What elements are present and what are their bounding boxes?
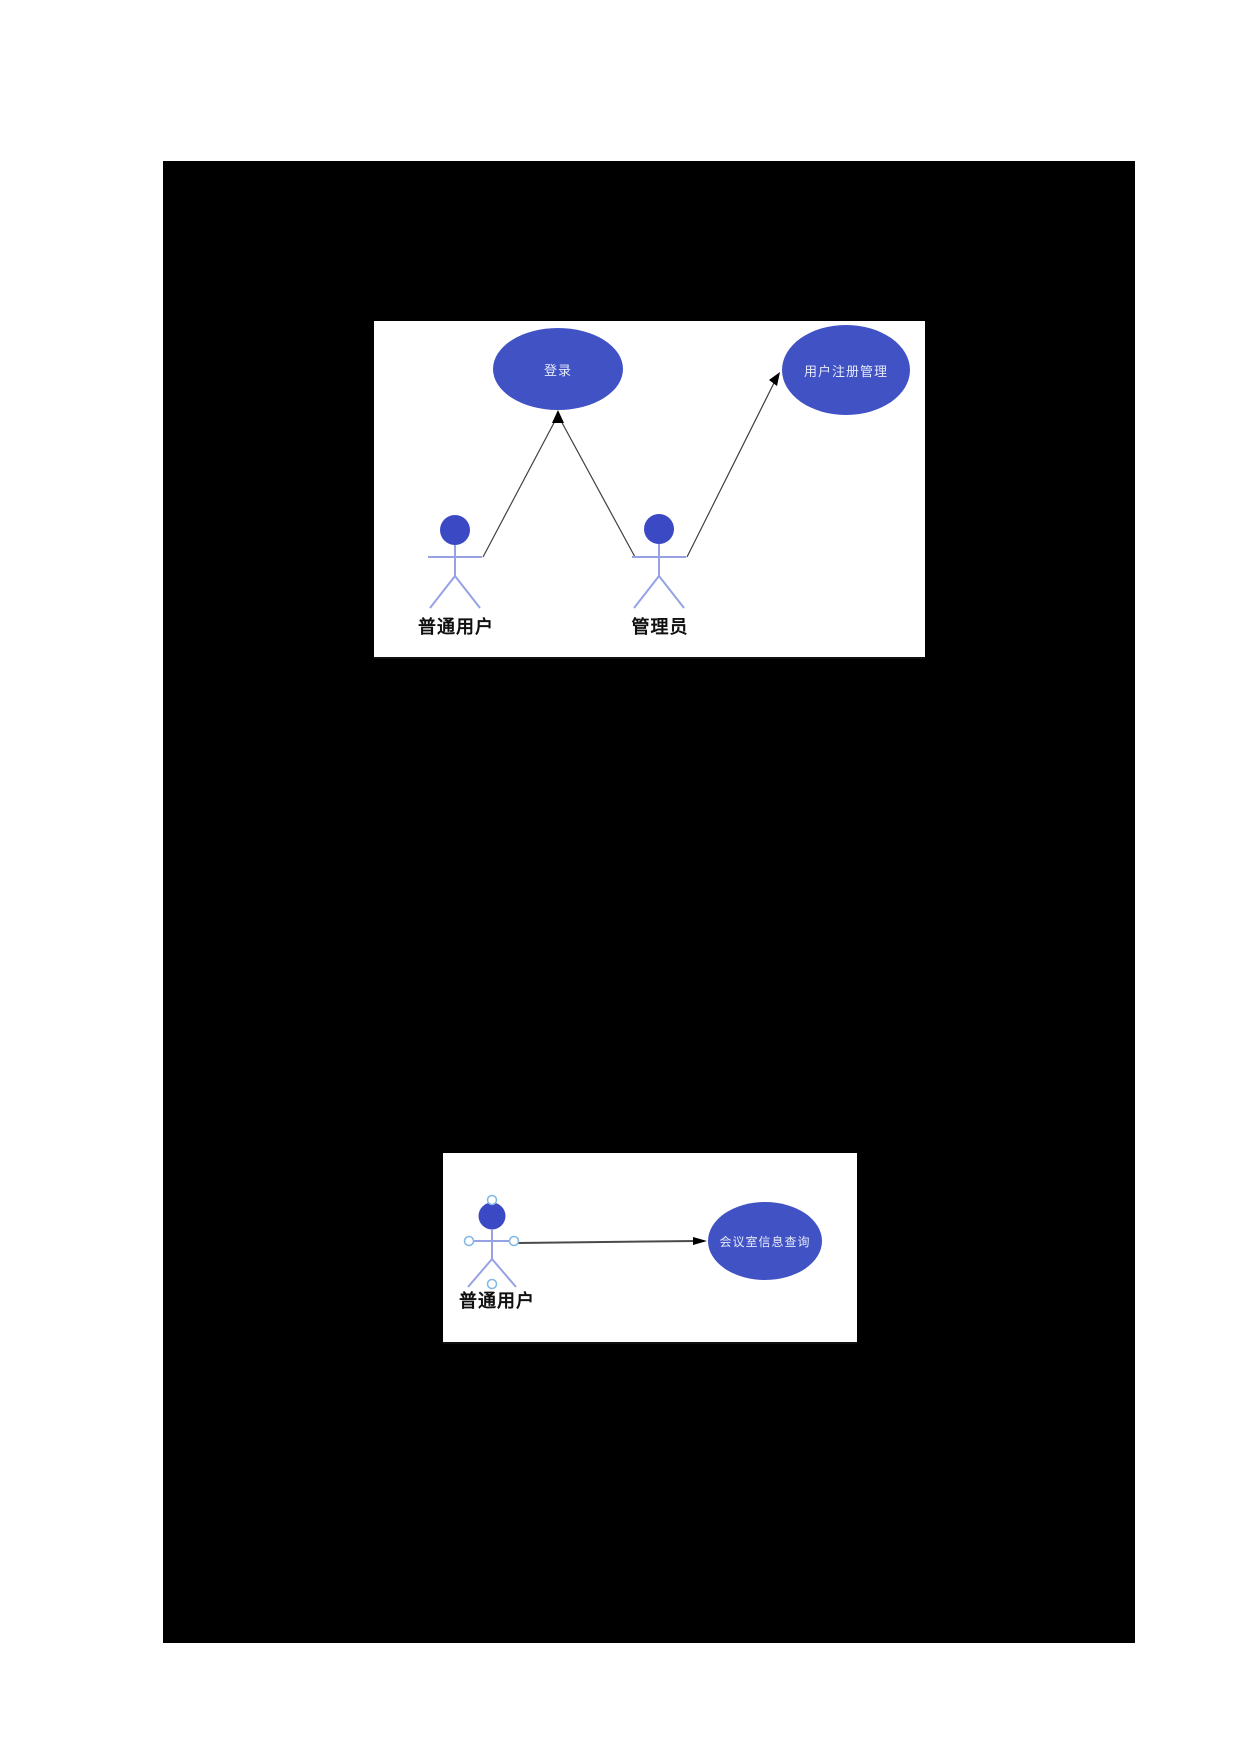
use-case-login[interactable]: 登录: [493, 328, 623, 410]
association-admin-registration: [686, 380, 776, 558]
arrowhead-into-query: [693, 1237, 707, 1245]
black-canvas: 登录 用户注册管理 普通用户 管理员: [163, 161, 1135, 1643]
arrowhead-into-login: [552, 410, 564, 423]
actor-head: [440, 515, 470, 545]
diagram2-drawing-layer: [463, 1194, 707, 1290]
use-case-query-label: 会议室信息查询: [719, 1234, 811, 1249]
use-case-diagram-1[interactable]: 登录 用户注册管理 普通用户 管理员: [374, 321, 925, 659]
actor-label-normal-user: 普通用户: [459, 1291, 535, 1311]
actor-left-leg: [429, 575, 456, 609]
selection-handles: [463, 1194, 520, 1290]
association-normal-user-query: [517, 1240, 697, 1244]
use-case-registration-label: 用户注册管理: [803, 363, 888, 379]
association-admin-login: [559, 418, 636, 558]
use-case-login-label: 登录: [543, 362, 572, 378]
actor-head: [478, 1202, 506, 1230]
use-case-meeting-room-info-query[interactable]: 会议室信息查询: [708, 1202, 822, 1280]
association-lines: [482, 380, 776, 558]
actor-label-administrator: 管理员: [631, 617, 689, 637]
actor-right-leg: [454, 575, 481, 609]
selection-handle-right[interactable]: [508, 1235, 520, 1247]
actor-figure-normal-user[interactable]: [463, 1194, 520, 1290]
selection-handle-top[interactable]: [486, 1194, 498, 1206]
association-normal-user-login: [482, 418, 557, 558]
actor-head: [644, 514, 674, 544]
actor-right-leg: [658, 575, 685, 609]
actor-left-leg: [633, 575, 660, 609]
actor-right-leg: [491, 1258, 517, 1288]
actor-label-normal-user: 普通用户: [418, 617, 494, 637]
actor-figure-normal-user[interactable]: [428, 515, 482, 609]
use-case-diagram-2[interactable]: 会议室信息查询 普通用户: [443, 1153, 857, 1344]
selection-handle-bottom[interactable]: [486, 1278, 498, 1290]
diagram1-drawing-layer: [428, 372, 780, 609]
selection-handle-left[interactable]: [463, 1235, 475, 1247]
actor-left-leg: [467, 1258, 493, 1288]
actor-figure-administrator[interactable]: [632, 514, 686, 609]
arrowhead-into-registration: [769, 372, 780, 386]
use-case-user-registration-management[interactable]: 用户注册管理: [782, 325, 910, 415]
